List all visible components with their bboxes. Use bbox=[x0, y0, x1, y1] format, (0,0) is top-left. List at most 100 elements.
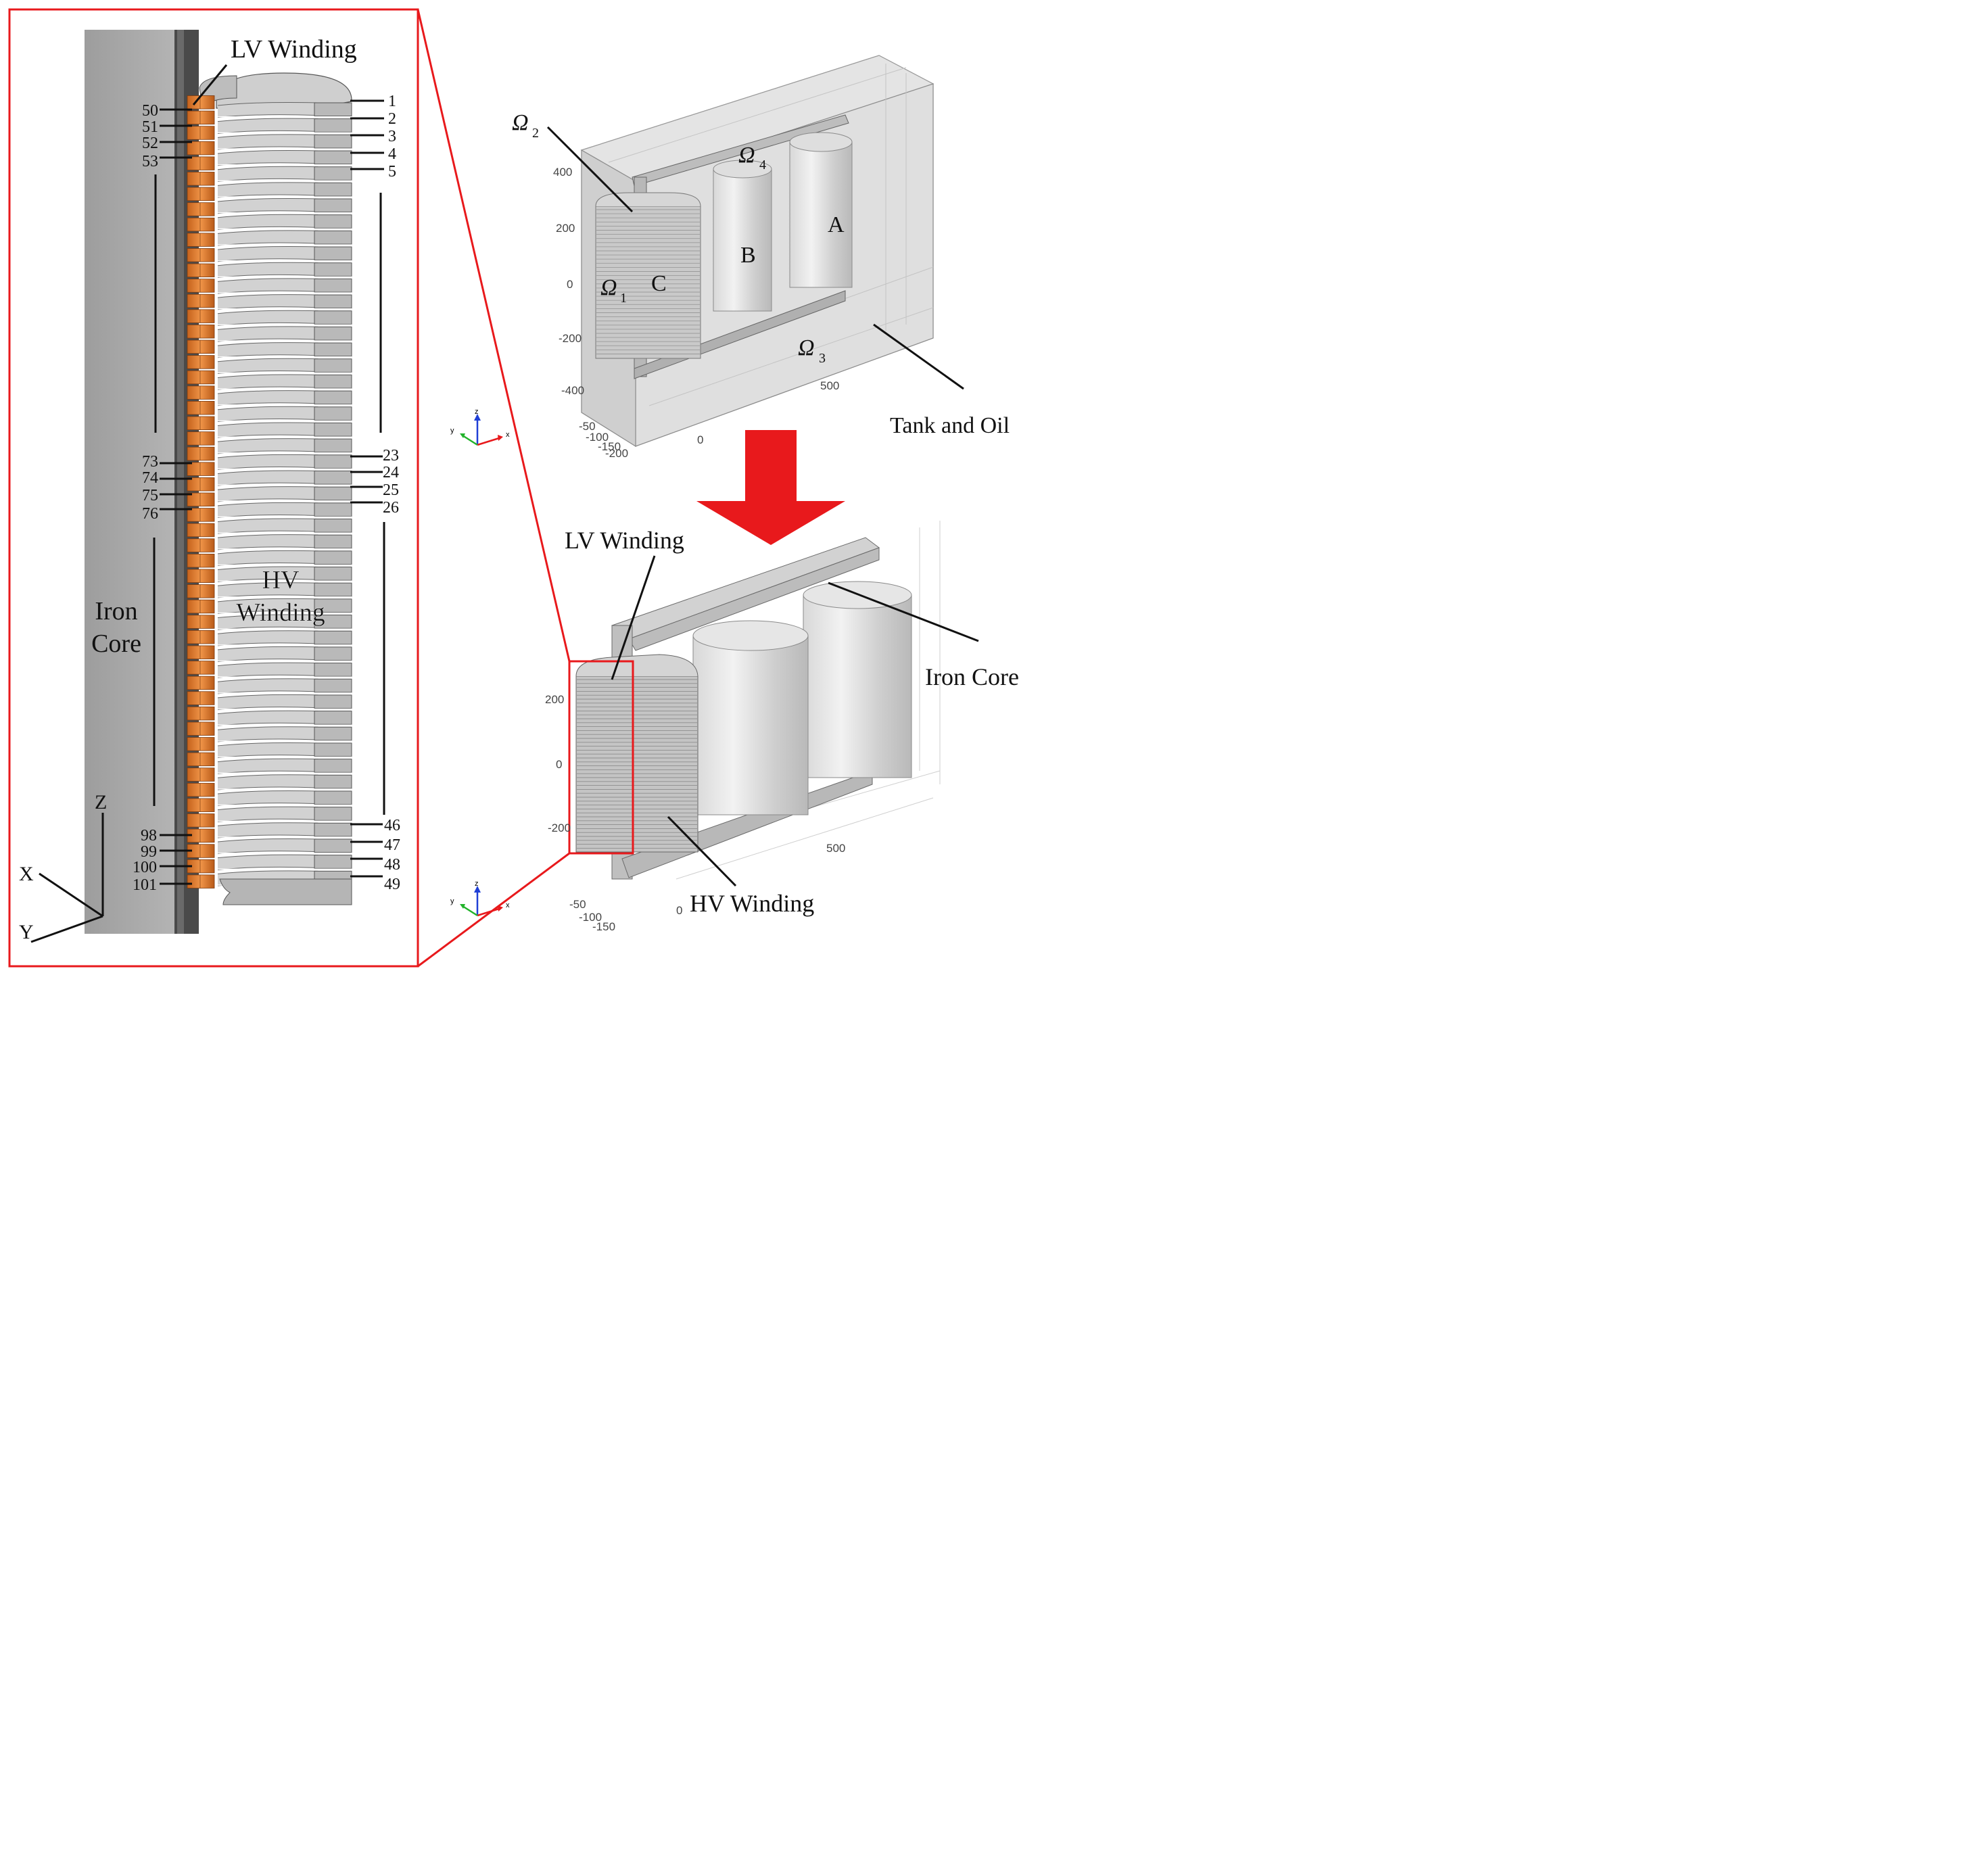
hv-label-26: 26 bbox=[383, 499, 399, 517]
hv-label-25: 25 bbox=[383, 481, 399, 499]
lv-label-101: 101 bbox=[133, 876, 157, 894]
hv-disc bbox=[217, 806, 352, 822]
zoom-connector-top bbox=[417, 9, 571, 662]
omega4-sub: 4 bbox=[759, 158, 766, 172]
omega1-sub: 1 bbox=[620, 291, 627, 306]
hv-disc bbox=[217, 326, 352, 342]
zoom-region-box bbox=[568, 660, 634, 855]
phase-a-cylinder bbox=[789, 141, 853, 288]
hv-disc bbox=[217, 422, 352, 438]
lv-turn bbox=[187, 279, 215, 293]
lv-turn-callouts-top: 50 51 52 53 bbox=[142, 102, 192, 170]
hv-disc bbox=[217, 390, 352, 406]
top-triad-x: x bbox=[506, 431, 510, 439]
lv-turn bbox=[187, 217, 215, 232]
lv-turn bbox=[187, 584, 215, 598]
lv-turn-callouts-mid: 73 74 75 76 bbox=[142, 453, 192, 523]
top-z-tick-200: 200 bbox=[556, 222, 575, 235]
hv-label-23: 23 bbox=[383, 447, 399, 465]
bottom-hv-pointer bbox=[667, 815, 737, 887]
hv-disc bbox=[217, 198, 352, 214]
bottom-orientation-triad: z x y bbox=[450, 880, 510, 917]
hv-disc bbox=[217, 630, 352, 646]
hv-winding-bottom bbox=[219, 878, 352, 905]
top-orientation-triad: z x y bbox=[450, 408, 510, 446]
hv-label-46: 46 bbox=[384, 817, 400, 834]
lv-turn bbox=[187, 141, 215, 156]
hv-disc bbox=[217, 758, 352, 774]
bottom-triad-y: y bbox=[450, 897, 454, 905]
lv-label-98: 98 bbox=[141, 827, 157, 845]
hv-label-47: 47 bbox=[384, 836, 400, 854]
lv-turn bbox=[187, 752, 215, 767]
lv-turn bbox=[187, 156, 215, 170]
bottom-y-tick-150: -150 bbox=[592, 920, 615, 933]
hv-disc bbox=[217, 534, 352, 550]
hv-disc bbox=[217, 838, 352, 855]
lv-winding-turns bbox=[187, 95, 215, 888]
phase-b-cylinder bbox=[713, 168, 772, 312]
top-z-tick-400: 400 bbox=[553, 166, 572, 179]
lv-label-51: 51 bbox=[142, 118, 158, 136]
zoom-panel: LV Winding Iron Core HV Winding 50 51 52… bbox=[8, 8, 419, 968]
zoom-lv-pointer bbox=[192, 64, 228, 105]
lv-turn bbox=[187, 767, 215, 782]
lv-turn bbox=[187, 553, 215, 568]
lv-turn bbox=[187, 661, 215, 675]
hv-disc bbox=[217, 566, 352, 582]
hv-label-24: 24 bbox=[383, 464, 399, 481]
top-triad-z: z bbox=[475, 408, 479, 416]
top-x-tick-500: 500 bbox=[820, 379, 839, 392]
hv-disc bbox=[217, 822, 352, 838]
lv-turn bbox=[187, 798, 215, 812]
lv-turn bbox=[187, 721, 215, 736]
hv-disc bbox=[217, 854, 352, 870]
bottom-x-tick-0: 0 bbox=[676, 904, 682, 917]
hv-disc bbox=[217, 358, 352, 374]
lv-turn bbox=[187, 355, 215, 369]
hv-disc bbox=[217, 310, 352, 326]
lv-turn bbox=[187, 737, 215, 751]
hv-disc bbox=[217, 230, 352, 246]
hv-disc bbox=[217, 646, 352, 663]
omega2-label: Ω bbox=[512, 110, 529, 135]
omega3-sub: 3 bbox=[819, 351, 826, 366]
bottom-lv-pointer bbox=[611, 555, 656, 680]
hv-label-1: 1 bbox=[388, 93, 396, 110]
hv-disc bbox=[217, 582, 352, 598]
hv-label-48: 48 bbox=[384, 856, 400, 874]
bottom-phase-c-disc-lines bbox=[577, 679, 697, 849]
top-z-tick-m400: -400 bbox=[561, 384, 584, 397]
hv-disc bbox=[217, 726, 352, 742]
hv-disc bbox=[217, 678, 352, 694]
hv-disc bbox=[217, 454, 352, 470]
bottom-y-tick-50: -50 bbox=[569, 898, 586, 911]
lv-turn bbox=[187, 401, 215, 415]
lv-turn bbox=[187, 538, 215, 552]
lv-label-100: 100 bbox=[133, 859, 157, 876]
bottom-iron-core-label: Iron Core bbox=[925, 663, 1019, 690]
bottom-iron-core-pointer bbox=[828, 582, 979, 642]
hv-disc bbox=[217, 294, 352, 310]
top-triad-y: y bbox=[450, 427, 454, 435]
hv-label-5: 5 bbox=[388, 163, 396, 181]
lv-turn bbox=[187, 691, 215, 705]
zoom-iron-core-label-line1: Iron bbox=[95, 597, 137, 625]
zoom-hv-winding-label-line1: HV bbox=[262, 566, 300, 594]
lv-turn bbox=[187, 706, 215, 721]
lv-label-53: 53 bbox=[142, 153, 158, 170]
omega1-label: Ω bbox=[600, 275, 617, 300]
hv-disc bbox=[217, 214, 352, 230]
bottom-triad-z: z bbox=[475, 880, 479, 888]
lv-turn bbox=[187, 630, 215, 644]
lv-turn bbox=[187, 431, 215, 446]
top-z-tick-0: 0 bbox=[567, 278, 573, 291]
hv-disc bbox=[217, 150, 352, 166]
lv-turn bbox=[187, 233, 215, 247]
hv-label-49: 49 bbox=[384, 876, 400, 893]
lv-turn bbox=[187, 172, 215, 186]
bottom-hv-winding-label: HV Winding bbox=[690, 890, 814, 917]
hv-disc bbox=[217, 742, 352, 759]
lv-turn bbox=[187, 782, 215, 797]
hv-disc-callouts-mid: 23 24 25 26 bbox=[350, 447, 399, 517]
